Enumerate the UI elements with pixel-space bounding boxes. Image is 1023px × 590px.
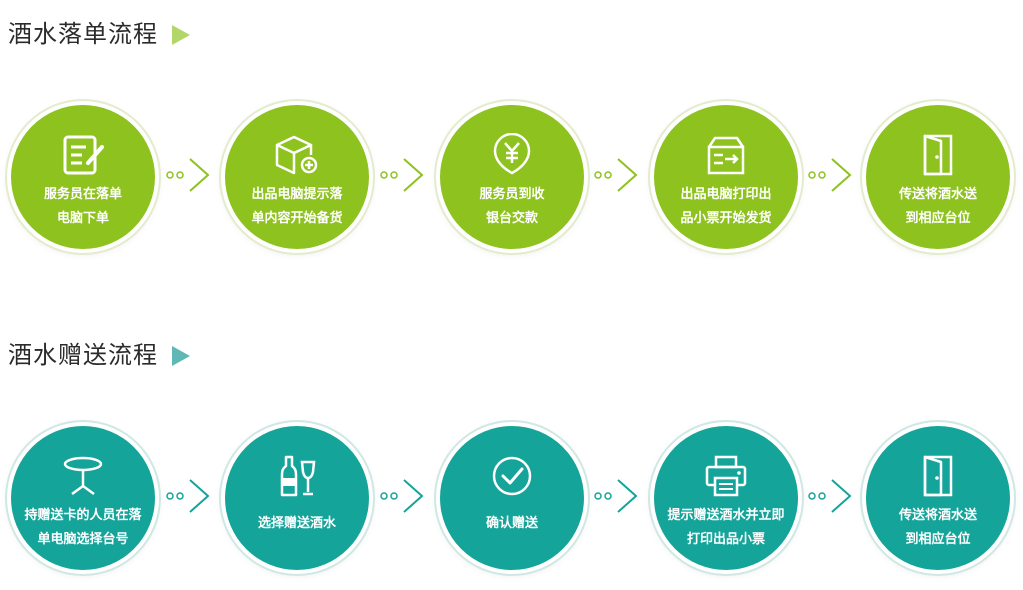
edit-note-icon <box>63 135 104 175</box>
table-icon <box>63 456 103 496</box>
step-label: 出品电脑提示落单内容开始备货 <box>251 187 343 226</box>
flow-arrow-icon <box>166 479 210 513</box>
flow-arrow-icon <box>594 479 638 513</box>
step-label: 提示赠送酒水并立即打印出品小票 <box>667 508 785 547</box>
step-label: 传送将酒水送到相应台位 <box>898 508 977 547</box>
section-title-order-flow: 酒水落单流程 <box>8 14 190 49</box>
step-label: 传送将酒水送到相应台位 <box>898 187 977 226</box>
flow-arrow-icon <box>380 158 424 192</box>
step-label: 服务员到收银台交款 <box>479 187 545 226</box>
section-title-text: 酒水赠送流程 <box>8 341 158 369</box>
wine-bottle-glass-icon <box>280 455 316 497</box>
flow-step: 持赠送卡的人员在落单电脑选择台号 <box>11 426 155 570</box>
step-label: 选择赠送酒水 <box>257 516 336 531</box>
flow-step: 确认赠送 <box>440 426 584 570</box>
flow-step: 服务员在落单电脑下单 <box>11 105 155 249</box>
printer-icon <box>705 455 747 497</box>
gift-flow-row: 持赠送卡的人员在落单电脑选择台号 选择赠送酒水 确认赠送 <box>0 418 1023 578</box>
step-label: 服务员在落单电脑下单 <box>43 187 122 226</box>
section-title-text: 酒水落单流程 <box>8 20 158 48</box>
flow-arrow-icon <box>594 158 638 192</box>
yuan-payment-icon <box>493 133 531 175</box>
flow-step: 提示赠送酒水并立即打印出品小票 <box>654 426 798 570</box>
flow-arrow-icon <box>166 158 210 192</box>
step-label: 出品电脑打印出品小票开始发货 <box>680 187 772 226</box>
package-add-icon <box>275 135 318 175</box>
door-icon <box>923 455 953 497</box>
delivery-box-icon <box>707 136 745 175</box>
flow-step: 选择赠送酒水 <box>225 426 369 570</box>
flow-step: 出品电脑打印出品小票开始发货 <box>654 105 798 249</box>
flow-step: 传送将酒水送到相应台位 <box>866 105 1010 249</box>
section-title-gift-flow: 酒水赠送流程 <box>8 335 190 370</box>
step-label: 确认赠送 <box>485 516 538 531</box>
flow-arrow-icon <box>808 158 852 192</box>
flow-arrow-icon <box>380 479 424 513</box>
check-circle-icon <box>492 456 532 496</box>
title-arrow-icon <box>172 25 190 45</box>
title-arrow-icon <box>172 346 190 366</box>
flow-step: 传送将酒水送到相应台位 <box>866 426 1010 570</box>
flow-step: 服务员到收银台交款 <box>440 105 584 249</box>
door-icon <box>923 134 953 176</box>
flow-arrow-icon <box>808 479 852 513</box>
order-flow-row: 服务员在落单电脑下单 出品电脑提示落单内容开始备货 服务员到收银台 <box>0 97 1023 257</box>
step-label: 持赠送卡的人员在落单电脑选择台号 <box>24 508 142 547</box>
flow-step: 出品电脑提示落单内容开始备货 <box>225 105 369 249</box>
